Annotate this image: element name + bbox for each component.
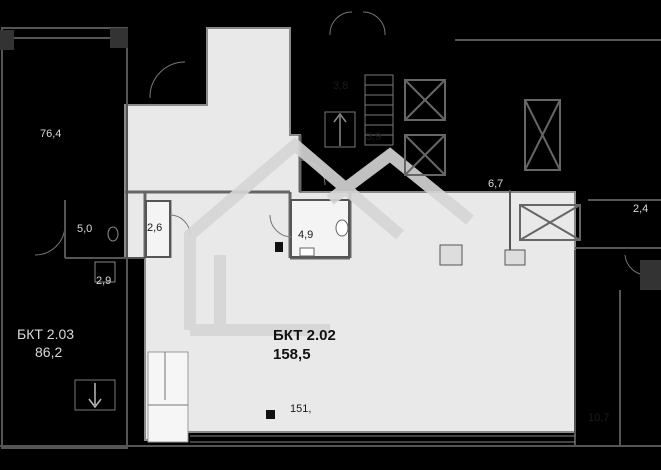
elevator-icon <box>524 99 561 171</box>
marker-label: 151, <box>290 403 312 415</box>
room-area-label: 76,4 <box>40 128 62 140</box>
neighbor-unit-name: БКТ 2.03 <box>17 326 75 342</box>
marker-square <box>266 410 275 419</box>
room-area-label: 2,6 <box>147 222 163 234</box>
elevator-icon <box>404 134 446 176</box>
room-area-label: 2,4 <box>633 203 649 215</box>
neighbor-unit-area-value: 86,2 <box>35 344 63 360</box>
staircase <box>324 74 394 148</box>
stair-arrow-icon <box>333 112 347 146</box>
vent-shaft <box>74 351 189 443</box>
elevator-icon <box>519 204 581 241</box>
window-strip <box>190 435 575 443</box>
main-unit-name: БКТ 2.02 <box>273 327 336 344</box>
elevator-icon <box>404 79 446 121</box>
room-area-label: 2,9 <box>96 275 112 287</box>
watermark-logo <box>184 137 474 336</box>
columns <box>0 28 661 290</box>
room-26-area <box>145 200 171 258</box>
down-arrow-icon <box>88 383 102 409</box>
room-area-label: 3,8 <box>333 80 349 92</box>
main-unit-area-value: 158,5 <box>273 346 311 363</box>
room-area-label: 4,9 <box>298 229 314 241</box>
plumbing-fixtures <box>94 219 349 283</box>
room-area-label: 5,0 <box>77 223 93 235</box>
room-area-label: 6,7 <box>488 178 504 190</box>
exterior-walls <box>0 27 661 449</box>
pillar-marker <box>275 242 283 252</box>
room-area-label: 10,7 <box>588 412 610 424</box>
room-area-label: 3,9 <box>366 131 382 143</box>
